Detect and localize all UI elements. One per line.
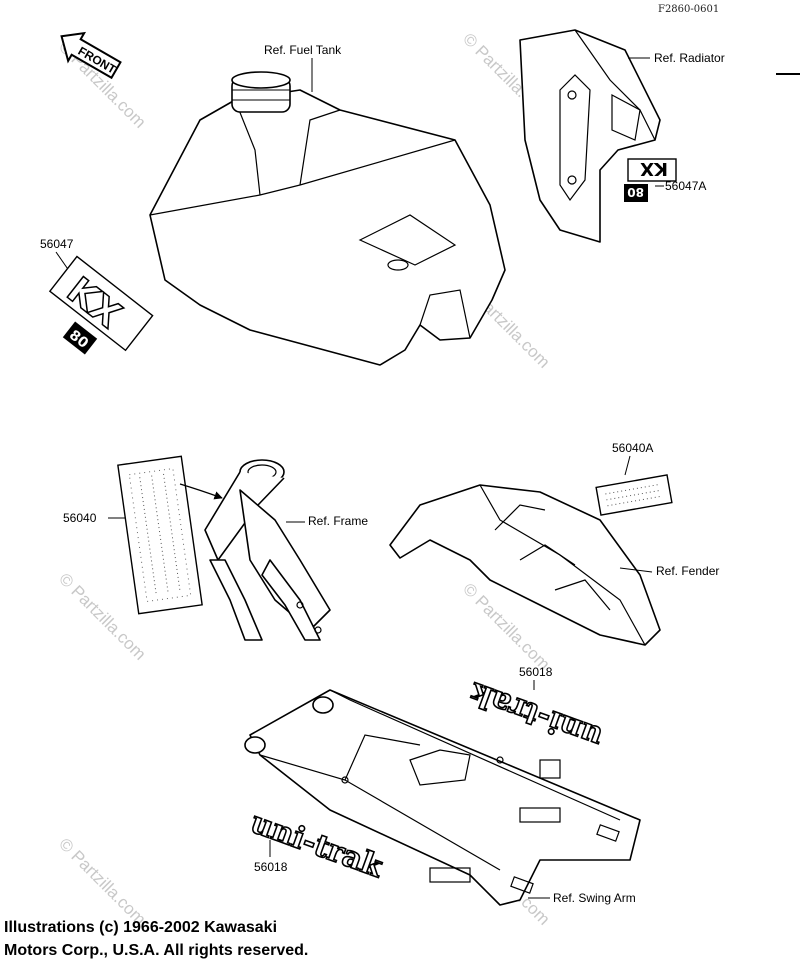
watermark-6: © Partzilla.com xyxy=(55,834,149,928)
unitrak-top-text: uni-trak xyxy=(465,675,607,755)
fender xyxy=(389,484,661,646)
part-56018-top-label: 56018 xyxy=(519,665,553,679)
fuel-tank-label: Ref. Fuel Tank xyxy=(264,43,342,57)
credit-line-2: Motors Corp., U.S.A. All rights reserved… xyxy=(4,942,309,959)
frame xyxy=(179,459,331,641)
frame-label: Ref. Frame xyxy=(308,514,368,528)
kx-small-text: KX xyxy=(640,158,668,179)
part-56018-bottom-label: 56018 xyxy=(254,860,288,874)
swing-arm xyxy=(244,689,641,906)
radiator-label: Ref. Radiator xyxy=(654,51,725,65)
part-56040A-label: 56040A xyxy=(612,441,653,455)
eighty-decal-56047A: 80 xyxy=(624,184,648,202)
kx-decal-56047: KX xyxy=(48,255,154,352)
fender-label: Ref. Fender xyxy=(656,564,719,578)
radiator-shroud xyxy=(519,29,661,243)
fender-leader xyxy=(619,567,653,573)
credit-line-1: Illustrations (c) 1966-2002 Kawasaki xyxy=(4,919,278,936)
swing-arm-label: Ref. Swing Arm xyxy=(553,891,636,905)
strip-decal-56040 xyxy=(117,455,203,615)
eighty-small-text: 80 xyxy=(627,185,644,199)
part-56047-label: 56047 xyxy=(40,237,74,251)
part-56040A-leader xyxy=(624,455,631,476)
unitrak-decal-top: uni-trak xyxy=(464,674,608,756)
part-56047A-label: 56047A xyxy=(665,179,706,193)
part-56040-label: 56040 xyxy=(63,511,97,525)
kx-decal-56047A: KX xyxy=(627,158,677,182)
plate-decal-56040A xyxy=(595,474,673,516)
copyright-credit: Illustrations (c) 1966-2002 Kawasaki Mot… xyxy=(4,916,564,962)
fuel-tank xyxy=(149,71,506,366)
diagram-code: F2860-0601 xyxy=(658,4,719,15)
